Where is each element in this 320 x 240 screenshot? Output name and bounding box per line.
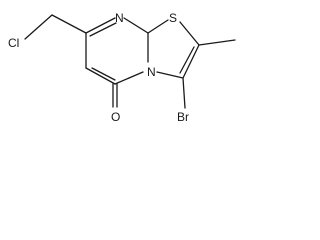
bond-cl-ch2	[24, 14, 53, 40]
bond-c2-c3-inner	[179, 46, 195, 74]
atom-label-n-bridge: N	[147, 65, 156, 79]
atom-label-n-ring: N	[115, 11, 124, 25]
bond-c6-c5-inner	[91, 67, 116, 81]
atom-label-br: Br	[177, 110, 189, 124]
atom-label-cl: Cl	[8, 36, 19, 50]
atom-label-s: S	[169, 11, 177, 25]
bond-c8a-s	[147, 19, 169, 34]
bond-c2-methyl	[198, 39, 236, 46]
bond-c7-n8-inner	[89, 22, 117, 37]
atom-label-o: O	[111, 110, 120, 124]
bond-s-c2	[179, 21, 200, 46]
bond-c7-n8	[85, 17, 116, 34]
bond-c3-br	[182, 77, 186, 109]
bond-c3-n4	[156, 71, 184, 79]
bond-ch2-c7	[51, 14, 87, 34]
bond-c6-c5	[85, 67, 116, 85]
bond-c2-c3	[182, 44, 200, 79]
chemical-structure: Cl N S N Br O	[8, 11, 236, 124]
bond-c5-n4	[114, 71, 144, 85]
bond-n8-c8a	[123, 17, 149, 34]
